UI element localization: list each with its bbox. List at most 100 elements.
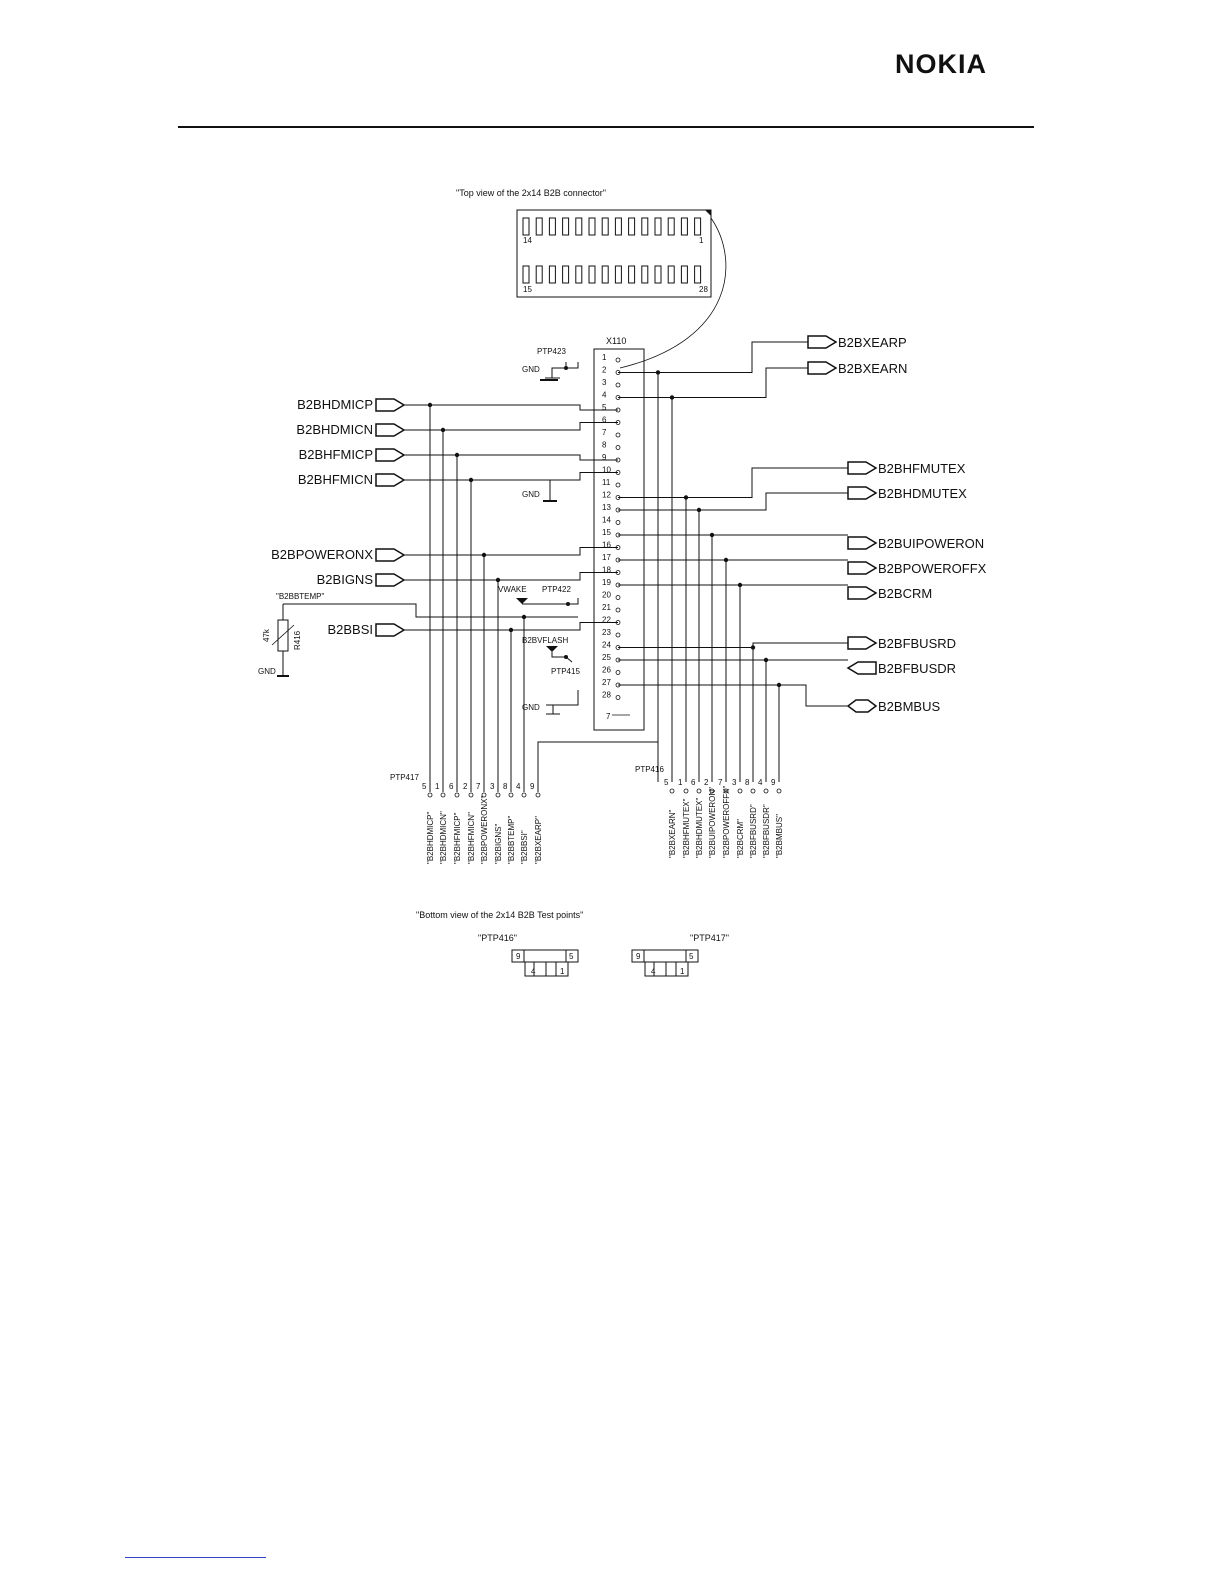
port-b2bxearn [807,361,838,375]
ptp417-group-pin-1: 5 [422,782,427,791]
x110-pin-13: 13 [602,503,611,512]
ptp416-group-net-8: "B2BFBUSDR" [762,804,771,858]
signal-b2bfbusdr: B2BFBUSDR [878,661,956,676]
ptp417-group-net-1: "B2BHDMICP" [426,811,435,864]
temp-label: "B2BBTEMP" [276,592,325,601]
signal-b2bhdmicp: B2BHDMICP [297,397,373,412]
ptp417-group-net-6: "B2BIGNS" [494,823,503,864]
ptp416-group-pin-9: 9 [771,778,776,787]
ptp416-group-net-7: "B2BFBUSRD" [749,804,758,858]
ptp417-group-net-5: "B2BPOWERONX" [480,795,489,864]
header-rule [178,126,1034,128]
x110-pin-17: 17 [602,553,611,562]
port-b2bhfmicp [375,448,406,462]
ptp423-label: PTP423 [537,347,566,356]
port-b2bhdmutex [847,486,878,500]
signal-b2bhdmutex: B2BHDMUTEX [878,486,967,501]
gnd-label-3: GND [522,703,540,712]
signal-b2bpoweroffx: B2BPOWEROFFX [878,561,987,576]
port-b2bhdmicp [375,398,406,412]
right-signal-group: B2BXEARPB2BXEARNB2BHFMUTEXB2BHDMUTEXB2BU… [618,335,987,782]
ptp416-group-pin-6: 3 [732,778,737,787]
ptp417-group-net-4: "B2BHFMICN" [467,812,476,864]
signal-b2bhdmicn: B2BHDMICN [296,422,373,437]
ptp416-group-net-4: "B2BUIPOWERON" [708,787,717,858]
r416-label: R416 [293,630,302,650]
port-b2bmbus [846,699,878,713]
bottom-right-label: "PTP417" [690,933,729,943]
x110-pin-28: 28 [602,691,611,700]
x110-pin-20: 20 [602,591,611,600]
ptp417-group-pin-7: 8 [503,782,508,791]
signal-b2buipoweron: B2BUIPOWERON [878,536,984,551]
port-b2buipoweron [847,536,878,550]
ptp417-group-pin-8: 4 [516,782,521,791]
ptp417-testpoints: 5"B2BHDMICP"1"B2BHDMICN"6"B2BHFMICP"2"B2… [422,782,543,864]
x110-pin-27: 27 [602,678,611,687]
ptp417-group-pin-5: 7 [476,782,481,791]
ptp417-group-net-9: "B2BXEARP" [534,816,543,864]
x110-pin-16: 16 [602,541,611,550]
port-b2bhfmutex [847,461,878,475]
ptp417-group-net-3: "B2BHFMICP" [453,812,462,864]
br-pin-4: 4 [651,967,656,976]
ptp417-label: PTP417 [390,773,419,782]
x110-pin-12: 12 [602,491,611,500]
ptp417-group-pin-4: 2 [463,782,468,791]
ptp417-group-net-8: "B2BBSI" [520,830,529,864]
ptp416-group-pin-3: 6 [691,778,696,787]
port-b2bbsi [375,623,406,637]
port-b2bhfmicn [375,473,406,487]
x110-pin-21: 21 [602,603,611,612]
br-pin-1: 1 [680,967,685,976]
port-b2bcrm [847,586,878,600]
ptp416-group-pin-4: 2 [704,778,709,787]
top-view-connector: 14 1 15 28 [516,209,727,369]
bottom-left-label: "PTP416" [478,933,517,943]
x110-pin-4: 4 [602,391,607,400]
gnd-label-1: GND [522,365,540,374]
pin-28-label: 28 [699,285,708,294]
signal-b2bxearn: B2BXEARN [838,361,907,376]
signal-b2bhfmicp: B2BHFMICP [299,447,373,462]
bl-pin-1: 1 [560,967,565,976]
x110-extra-pin: 7 [606,712,611,721]
x110-pin-9: 9 [602,453,607,462]
port-b2bxearp [807,335,838,349]
signal-b2bpoweronx: B2BPOWERONX [271,547,373,562]
pin-15-label: 15 [523,285,532,294]
port-b2bfbusrd [847,636,878,650]
bl-pin-4: 4 [531,967,536,976]
br-pin-5: 5 [689,952,694,961]
x110-pin-7: 7 [602,428,607,437]
x110-pin-numbers: 1234567891011121314151617181920212223242… [602,353,621,700]
gnd-label-2: GND [522,490,540,499]
x110-pin-24: 24 [602,641,611,650]
x110-pin-26: 26 [602,666,611,675]
x110-body [593,348,645,731]
ptp416-group-pin-7: 8 [745,778,750,787]
signal-b2bmbus: B2BMBUS [878,699,940,714]
pin1-leader-curve [619,217,727,369]
ptp417-group-pin-9: 9 [530,782,535,791]
r416-value: 47k [262,628,271,642]
ptp416-group-net-6: "B2BCRM" [736,819,745,858]
x110-pin-11: 11 [602,478,611,487]
ptp422-label: PTP422 [542,585,571,594]
pin-1-label: 1 [699,236,704,245]
ptp417-group-pin-2: 1 [435,782,440,791]
x110-pin-22: 22 [602,616,611,625]
ptp416-group-net-3: "B2BHDMUTEX" [695,797,704,858]
port-b2bhdmicn [375,423,406,437]
bottom-view-caption: "Bottom view of the 2x14 B2B Test points… [416,910,583,920]
x110-pin-8: 8 [602,441,607,450]
ptp416-group-net-1: "B2BXEARN" [668,809,677,858]
x110-pin-5: 5 [602,403,607,412]
top-view-caption: "Top view of the 2x14 B2B connector" [456,188,606,198]
gnd-cut-label: GND [258,667,276,676]
ptp416-group-net-9: "B2BMBUS" [775,814,784,858]
ptp416-group-pin-8: 4 [758,778,763,787]
x110-pin-15: 15 [602,528,611,537]
port-b2bpoweroffx [847,561,878,575]
